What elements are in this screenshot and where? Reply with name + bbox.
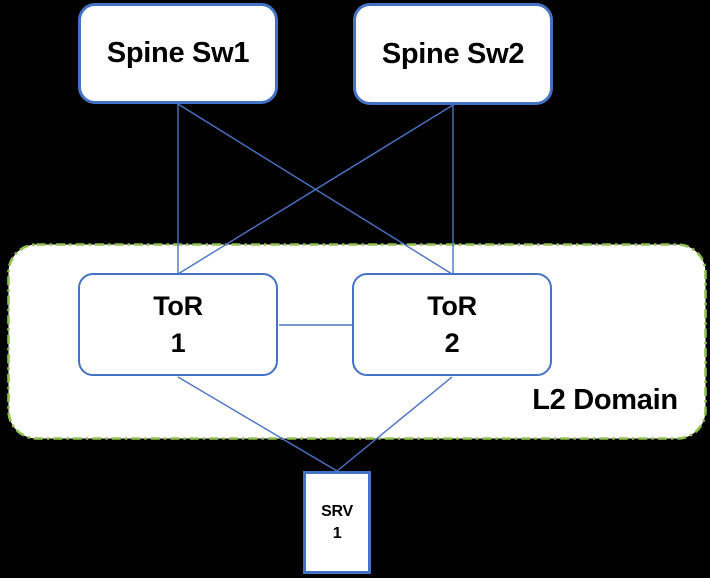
node-srv-1-label: SRV 1 — [321, 502, 353, 542]
edge-tor2-srv1 — [336, 376, 453, 472]
node-tor-1-label: ToR 1 — [153, 291, 203, 358]
node-tor-2-label: ToR 2 — [427, 291, 477, 358]
edges-layer — [177, 103, 454, 472]
node-spine-sw2: Spine Sw2 — [353, 3, 553, 105]
l2-domain-label: L2 Domain — [532, 384, 678, 416]
node-spine-sw1-label: Spine Sw1 — [106, 37, 250, 69]
node-tor-2: ToR 2 — [352, 273, 552, 376]
node-spine-sw2-label: Spine Sw2 — [381, 37, 525, 70]
node-spine-sw1: Spine Sw1 — [78, 3, 278, 104]
node-tor-1: ToR 1 — [78, 273, 278, 376]
edge-spine2-tor1 — [177, 104, 454, 275]
node-srv-1: SRV 1 — [303, 471, 371, 574]
edge-tor1-srv1 — [177, 376, 338, 472]
